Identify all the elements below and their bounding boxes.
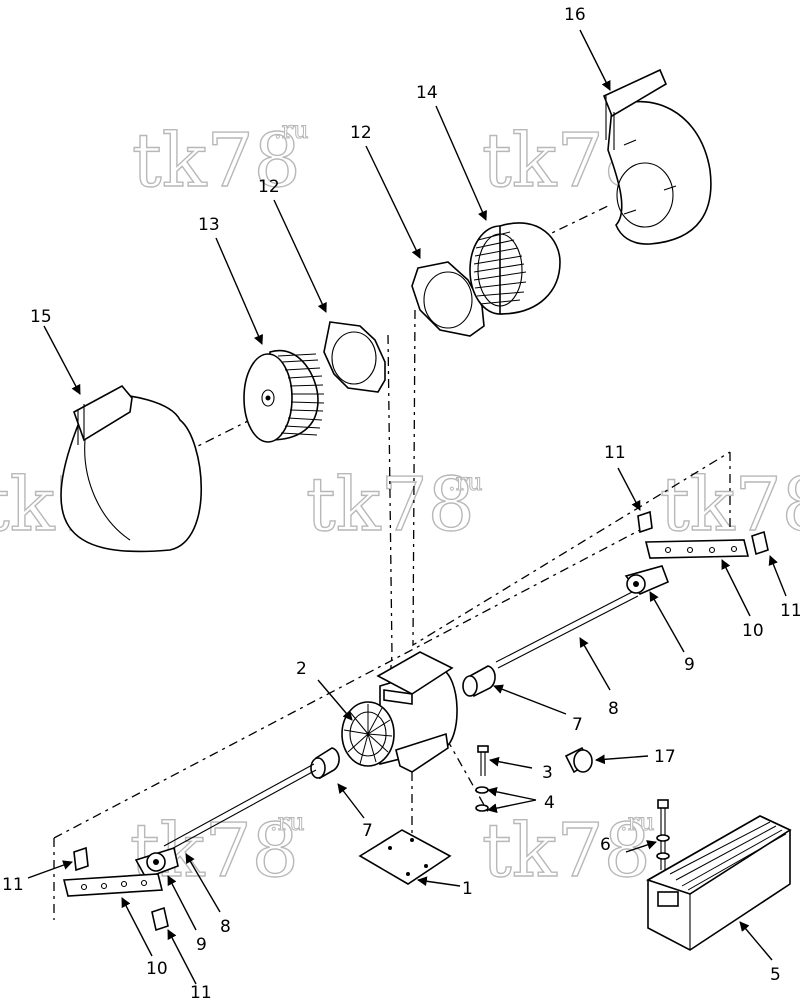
callout-11c: 11 [2,875,24,895]
assembly-line-shaft [53,529,641,839]
callout-17: 17 [654,747,676,767]
washers [475,786,489,812]
leader-7b [337,783,365,819]
leader-7a [493,684,567,715]
coupler-right [462,665,496,698]
bearing-left [134,846,179,879]
leader-2 [317,679,353,721]
callout-11b: 11 [780,601,800,621]
mount-plate [358,829,452,885]
clip-4 [151,906,169,932]
leader-10b [121,897,153,957]
watermark-7: tk78 .ru [481,807,655,894]
watermark-1: tk78 .ru [131,116,309,205]
callout-8b: 8 [220,917,231,937]
callout-5: 5 [770,965,781,985]
watermark-text: tk78 [130,808,299,894]
watermark-text: tk78 [132,118,301,204]
callout-2: 2 [296,659,307,679]
leader-8b [185,853,221,913]
watermark-suffix: .ru [274,116,309,144]
clip-1 [637,510,653,534]
callout-12b: 12 [350,123,372,143]
callout-9a: 9 [684,655,695,675]
leader-12a [273,199,327,313]
motor [341,651,458,773]
watermark-text: tk78 [482,808,651,894]
bracket-left [62,873,164,897]
shaft-left [163,763,317,853]
watermark-6: tk78 .ru [129,807,305,894]
blower-wheel-left [243,349,325,443]
callout-14: 14 [416,83,438,103]
callout-11d: 11 [190,983,212,1000]
leader-12b [365,145,421,259]
leader-5 [739,921,773,961]
leader-11c [27,860,73,879]
assembly-line-housing-left [185,409,271,453]
leader-11d [167,929,197,985]
bearing-right [624,565,670,595]
callout-10b: 10 [146,959,168,979]
blower-housing-left [60,384,203,553]
leader-6 [625,840,657,853]
controller-module [646,815,792,951]
assembly-line-bolt [435,719,489,813]
assembly-lines [53,204,731,920]
clip-3 [73,846,89,872]
callout-13: 13 [198,215,220,235]
callout-1: 1 [462,879,473,899]
leader-1 [417,876,461,887]
callout-11a: 11 [604,443,626,463]
leader-10a [721,559,751,617]
bracket-right [644,539,750,559]
leader-4b [487,799,537,813]
callout-4: 4 [544,793,555,813]
leader-9a [649,591,685,653]
leader-16 [579,29,611,91]
callout-7a: 7 [572,715,583,735]
blower-housing-right [602,68,712,245]
screw [656,799,670,870]
callout-8a: 8 [608,699,619,719]
leader-9b [167,875,197,931]
assembly-line-right-wheel [412,309,731,647]
bolt [477,745,489,776]
gasket-ring-right [411,261,485,337]
callout-12a: 12 [258,177,280,197]
leader-15 [43,325,81,395]
leader-4a [487,787,537,801]
watermark-suffix: .ru [620,808,655,836]
clip-2 [751,530,769,556]
callout-7b: 7 [362,821,373,841]
leader-11b [768,555,787,597]
coupler-left [310,747,340,780]
callout-15: 15 [30,307,52,327]
callout-16: 16 [564,5,586,25]
plug [564,746,593,774]
blower-wheel-right [469,222,561,315]
callout-3: 3 [542,763,553,783]
leader-8a [579,637,611,691]
leader-arrows [27,29,787,985]
callout-9b: 9 [196,935,207,955]
watermark-suffix: .ru [448,468,483,496]
watermark-suffix: .ru [270,808,305,836]
gasket-ring-left [323,321,386,393]
leader-17 [595,754,649,765]
watermark-4: tk78 .ru [305,461,483,548]
leader-11a [617,467,641,511]
callout-10a: 10 [742,621,764,641]
callout-numbers: 1 2 3 4 5 6 7 7 8 8 9 9 10 10 11 11 11 1… [2,5,800,1000]
callout-6: 6 [600,835,611,855]
leader-3 [489,756,533,769]
shaft-right [495,589,639,669]
leader-13 [215,237,263,345]
leader-14 [435,105,487,221]
